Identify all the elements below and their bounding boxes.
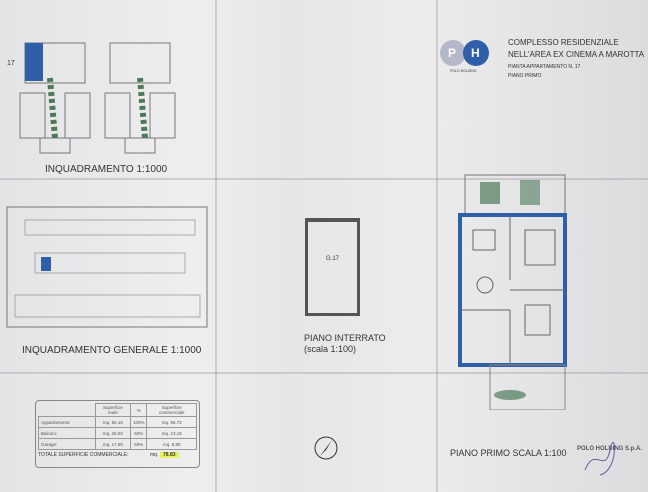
logo-letter: P (448, 46, 457, 60)
north-arrow-icon (314, 436, 338, 460)
cell: 100% (129, 416, 148, 428)
cell: mq. 17.60 (94, 438, 131, 450)
cell: mq. 26.50 (94, 427, 131, 439)
fold-line (0, 372, 648, 374)
table-row: Appartamento: mq. 56.15 100% mq. 56.72 (38, 416, 197, 428)
total-row: TOTALE SUPERFICIE COMMERCIALE: mq. 78.83 (38, 452, 197, 458)
total-unit: mq. (150, 452, 159, 458)
table-header: % (129, 403, 148, 417)
fold-line (0, 178, 648, 180)
table-header: Superficie commerciale (146, 403, 197, 417)
logo-circle-h: H (463, 40, 489, 66)
piano-interrato-scale: (scala 1:100) (304, 344, 357, 354)
cell: 50% (129, 438, 148, 450)
fold-line (215, 0, 217, 492)
garage-plan (305, 218, 360, 316)
total-value: 78.83 (160, 452, 179, 458)
logo-letter: H (471, 46, 480, 60)
garage-level-plan (6, 206, 208, 328)
subtitle1: PIANTA APPARTAMENTO N. 17 (508, 64, 581, 70)
company-name: POLO HOLDING S.p.A. (577, 446, 643, 452)
row-label: Balconi: (38, 427, 96, 439)
row-label: Appartamento: (38, 416, 96, 428)
table-row: Garage: mq. 17.60 50% mq. 8.80 (38, 438, 197, 450)
subtitle2: PIANO PRIMO (508, 73, 542, 79)
title-line1: COMPLESSO RESIDENZIALE (508, 38, 619, 47)
cell: mq. 13.15 (146, 427, 197, 439)
cell: mq. 56.15 (94, 416, 131, 428)
total-label: TOTALE SUPERFICIE COMMERCIALE: (38, 452, 129, 458)
table-header: Superficie reale (94, 403, 131, 417)
unit-number: 17 (7, 60, 15, 67)
cell: mq. 8.80 (146, 438, 197, 450)
row-label: Garage: (38, 438, 96, 450)
piano-interrato-label: PIANO INTERRATO (304, 333, 386, 343)
signature (584, 442, 615, 476)
apartment-floor-plan (458, 174, 567, 410)
cell: 50% (129, 427, 148, 439)
logo-circle-p: P (440, 40, 466, 66)
inquadramento-generale-label: INQUADRAMENTO GENERALE 1:1000 (22, 345, 202, 356)
table-row: Balconi: mq. 26.50 50% mq. 13.15 (38, 427, 197, 439)
cell: mq. 56.72 (146, 416, 197, 428)
garage-label: G.17 (326, 256, 340, 262)
piano-primo-label: PIANO PRIMO SCALA 1:100 (450, 448, 567, 458)
fold-line (436, 0, 438, 492)
logo-caption: POLO HOLDING (450, 69, 477, 73)
inquadramento-label: INQUADRAMENTO 1:1000 (45, 164, 168, 175)
title-line2: NELL'AREA EX CINEMA A MAROTTA (508, 50, 645, 59)
table-header (39, 404, 96, 417)
site-plan (19, 42, 176, 154)
area-table: Superficie reale % Superficie commercial… (35, 400, 200, 468)
